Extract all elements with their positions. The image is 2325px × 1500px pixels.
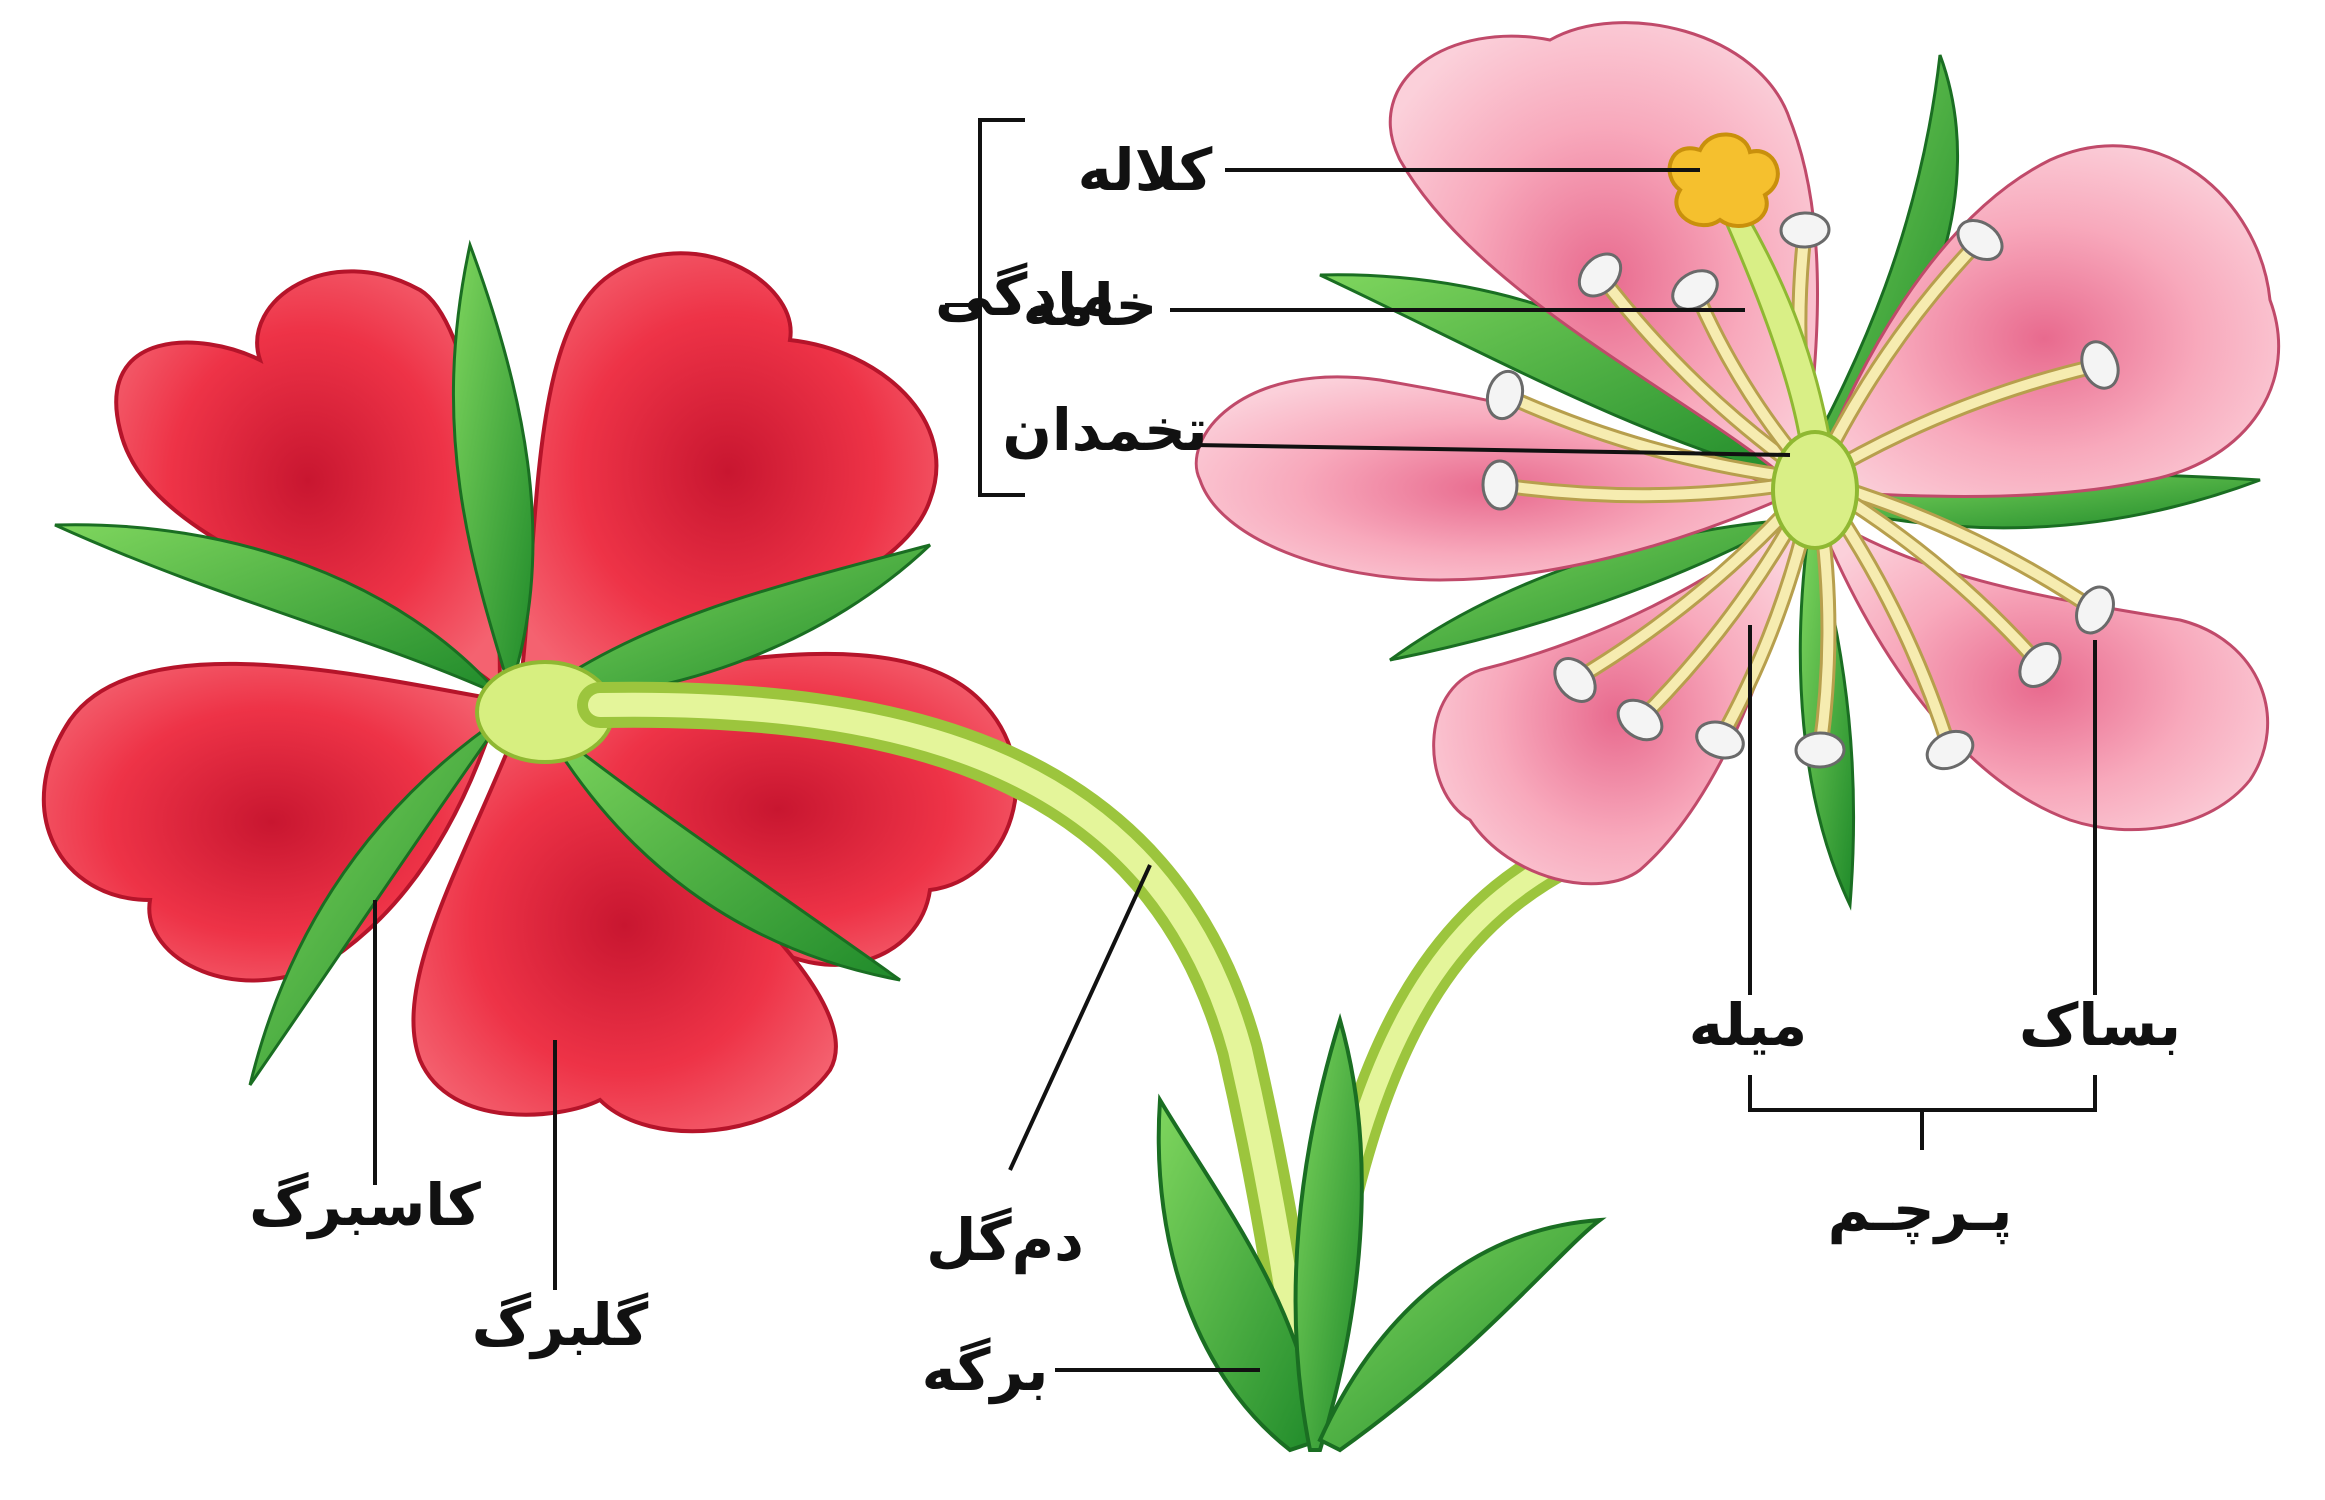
label-stigma: کلاله xyxy=(1078,136,1213,204)
label-peduncle: دم‌گل xyxy=(926,1206,1084,1274)
label-petal: گلبرگ xyxy=(472,1291,649,1360)
label-style: خامه xyxy=(1023,271,1158,339)
label-anther: بساک xyxy=(2019,991,2181,1059)
label-filament: میله xyxy=(1689,991,1807,1059)
peduncle-leader xyxy=(1010,865,1150,1170)
ovary-part xyxy=(1773,432,1857,548)
label-sepal: کاسبرگ xyxy=(249,1171,481,1240)
label-ovary: تخمدان xyxy=(1002,396,1207,464)
stamen-bracket xyxy=(1750,1075,2095,1110)
pink-flower xyxy=(1196,23,2278,905)
label-stamen: پـرچـم xyxy=(1828,1176,2013,1245)
red-petal xyxy=(116,271,500,690)
label-bract: برگه xyxy=(922,1336,1049,1405)
bract-leaf xyxy=(1320,1220,1600,1450)
red-flower xyxy=(44,245,1016,1131)
anther xyxy=(1780,212,1829,248)
anther xyxy=(1796,733,1845,768)
anther xyxy=(1483,461,1518,510)
